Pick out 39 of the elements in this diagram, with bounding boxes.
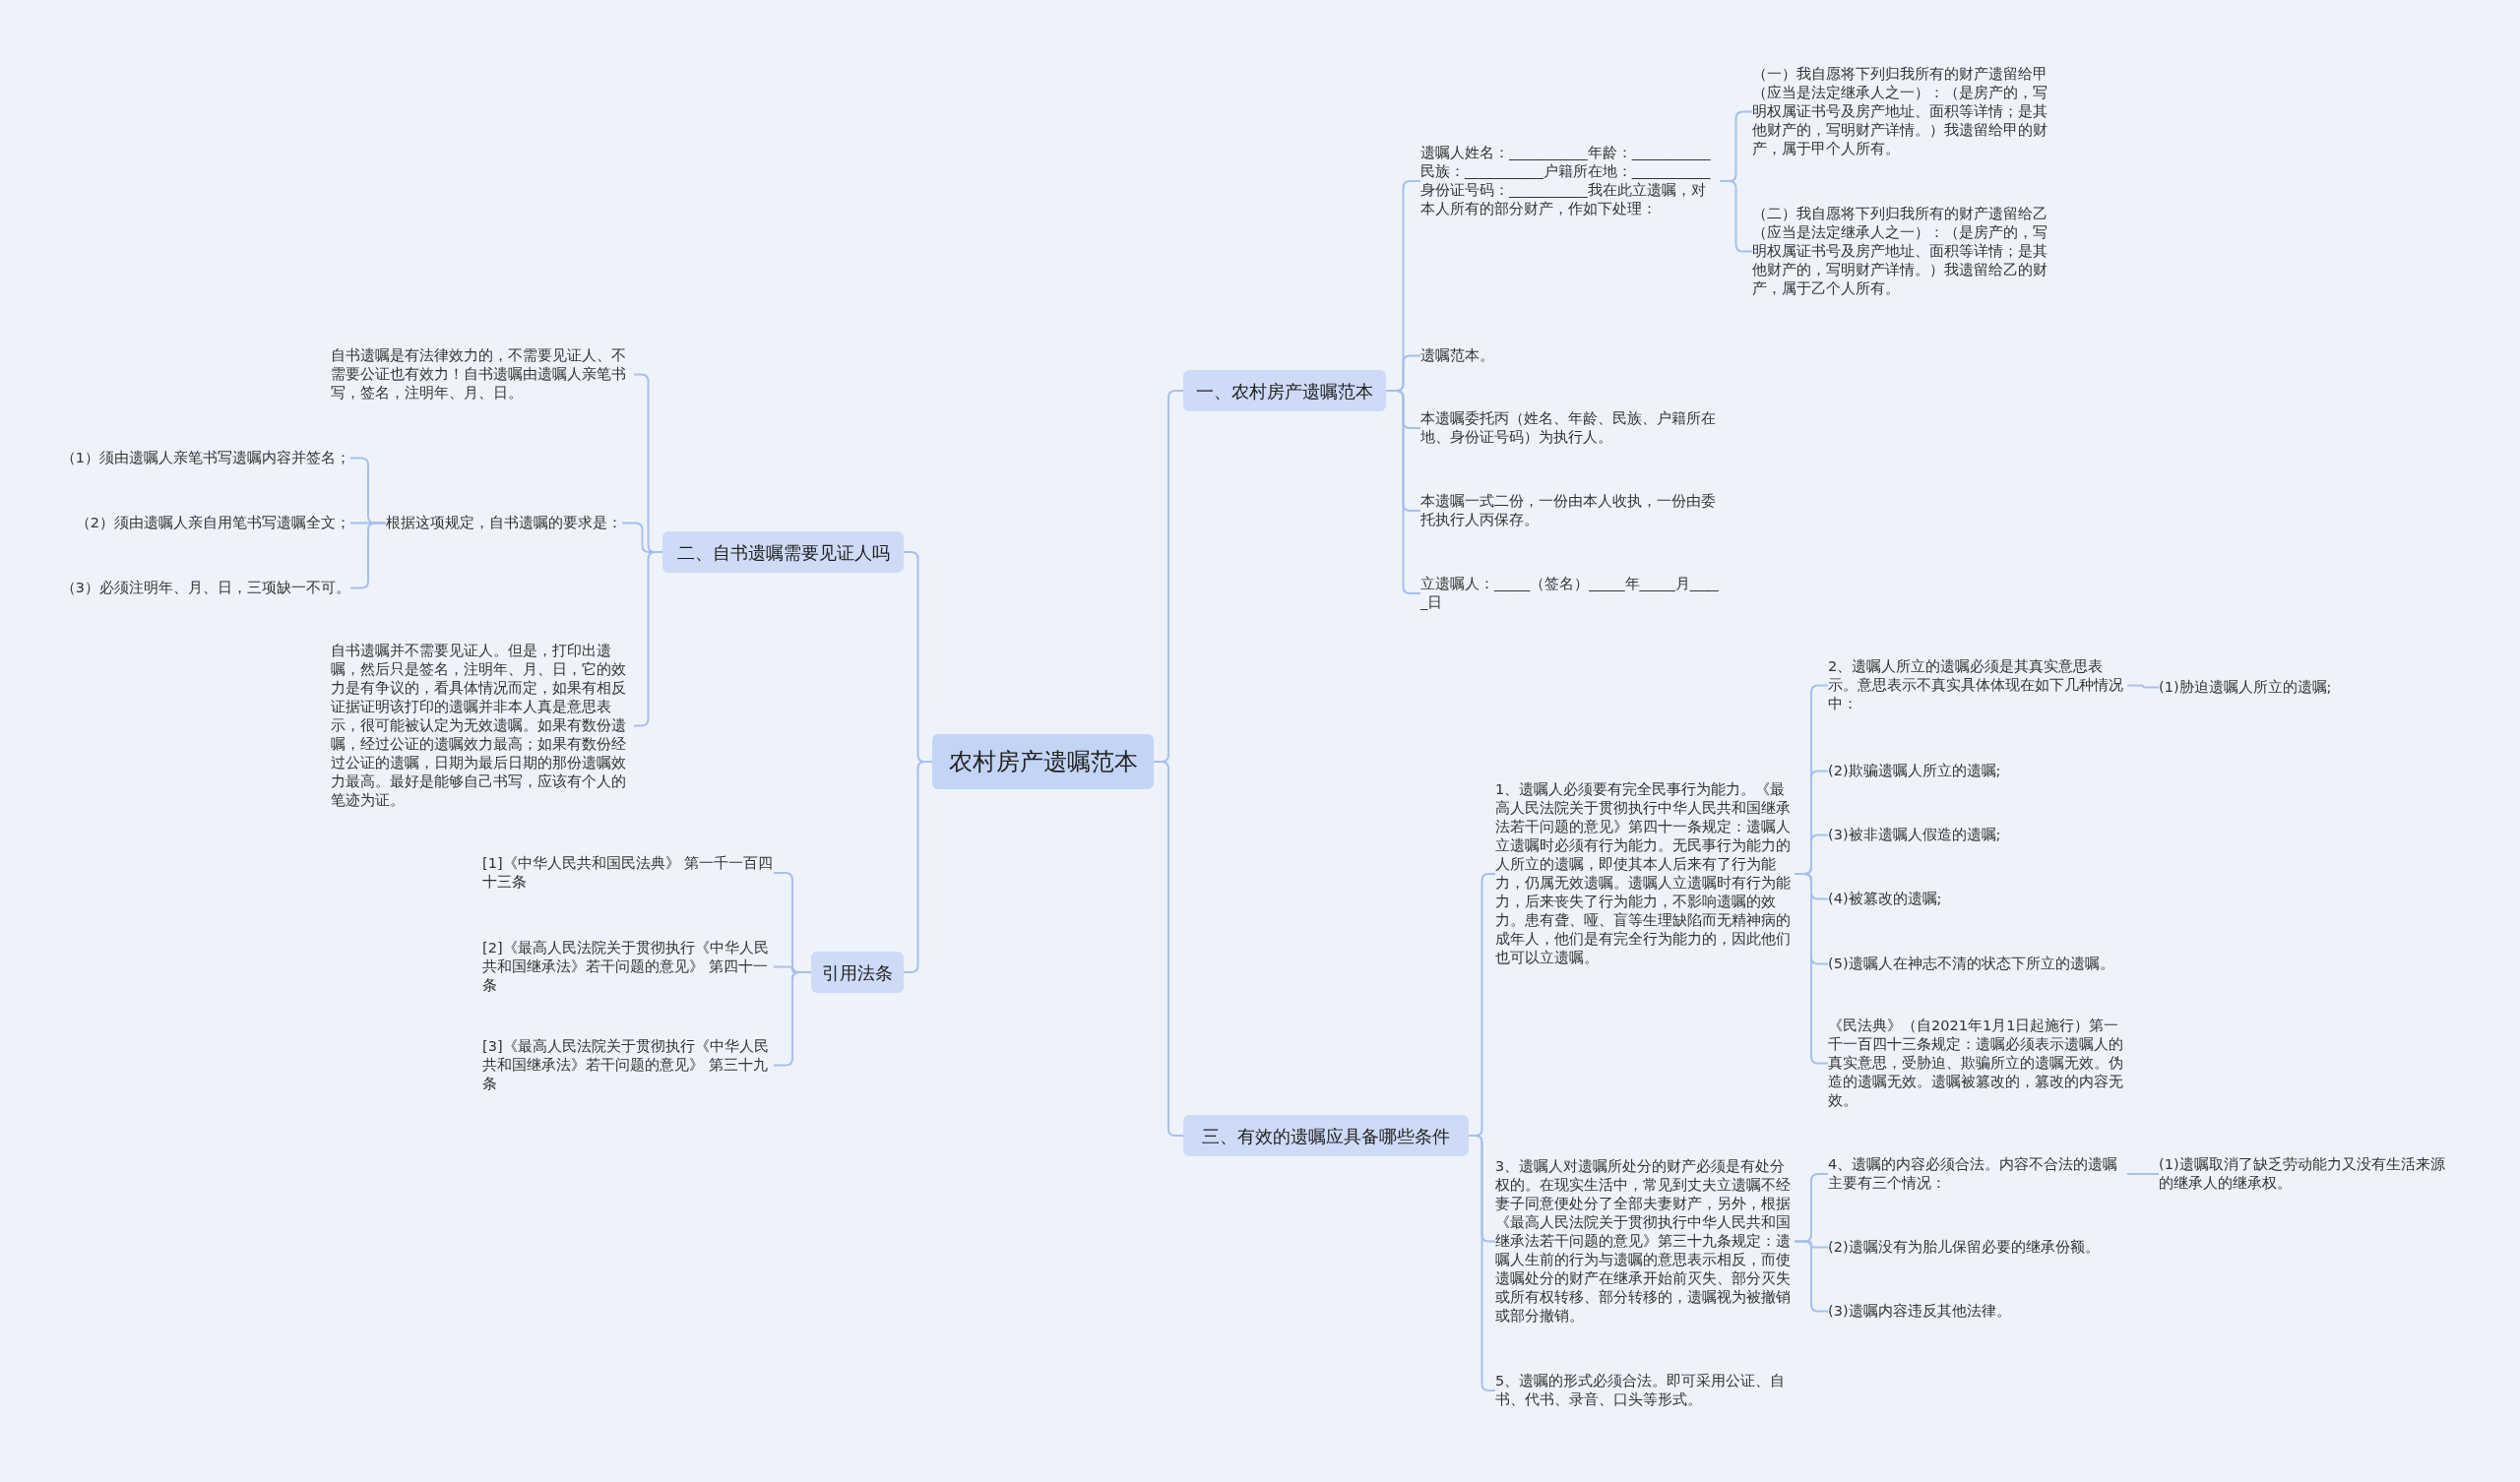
topic-text: （2）须由遗嘱人亲自用笔书写遗嘱全文； <box>39 514 350 532</box>
connector-line <box>1468 1135 1496 1391</box>
topic-text: (3)被非遗嘱人假造的遗嘱; <box>1828 826 2127 844</box>
topic-text: 5、遗嘱的形式必须合法。即可采用公证、自书、代书、录音、口头等形式。 <box>1495 1372 1795 1409</box>
topic-text: （1）须由遗嘱人亲笔书写遗嘱内容并签名； <box>39 449 350 467</box>
topic-text: （一）我自愿将下列归我所有的财产遗留给甲（应当是法定继承人之一）：（是房产的，写明权属证书号及房产地址、面积等详情；是其他财产的，写明财产详情。）我遗留给甲的财产，属于甲个人所有。 <box>1752 65 2057 158</box>
topic-text: (1)遗嘱取消了缺乏劳动能力又没有生活来源的继承人的继承权。 <box>2159 1155 2454 1193</box>
topic-text: (2)欺骗遗嘱人所立的遗嘱; <box>1828 762 2127 780</box>
topic-text: 立遗嘱人：_____（签名）_____年_____月_____日 <box>1420 575 1720 612</box>
topic-text: （二）我自愿将下列归我所有的财产遗留给乙（应当是法定继承人之一）：（是房产的，写明权属证书号及房产地址、面积等详情；是其他财产的，写明财产详情。）我遗留给乙的财产，属于乙个人所有。 <box>1752 205 2057 298</box>
topic-text: (1)胁迫遗嘱人所立的遗嘱; <box>2159 678 2415 697</box>
topic-text: 4、遗嘱的内容必须合法。内容不合法的遗嘱主要有三个情况： <box>1828 1155 2127 1193</box>
topic-text: 根据这项规定，自书遗嘱的要求是： <box>386 514 622 532</box>
topic-text: 本遗嘱一式二份，一份由本人收执，一份由委托执行人丙保存。 <box>1420 492 1720 529</box>
topic-text: [1]《中华人民共和国民法典》 第一千一百四十三条 <box>482 854 774 892</box>
topic-text: (2)遗嘱没有为胎儿保留必要的继承份额。 <box>1828 1238 2127 1257</box>
branch-topic-box: 引用法条 <box>811 952 904 993</box>
connector-line <box>2126 684 2160 689</box>
topic-text: 《民法典》（自2021年1月1日起施行）第一千一百四十三条规定：遗嘱必须表示遗嘱人的真实意思，受胁迫、欺骗所立的遗嘱无效。伪造的遗嘱无效。遗嘱被篡改的，篡改的内容无效。 <box>1828 1017 2127 1110</box>
root-topic-box: 农村房产遗嘱范本 <box>932 734 1154 789</box>
topic-text: （3）必须注明年、月、日，三项缺一不可。 <box>39 579 350 597</box>
branch-topic-box: 二、自书遗嘱需要见证人吗 <box>662 531 904 573</box>
topic-text: [3]《最高人民法院关于贯彻执行《中华人民共和国继承法》若干问题的意见》 第三十九条 <box>482 1037 774 1093</box>
topic-text: 2、遗嘱人所立的遗嘱必须是其真实意思表示。意思表示不真实具体体现在如下几种情况中： <box>1828 657 2127 713</box>
topic-text: (4)被篡改的遗嘱; <box>1828 890 2127 908</box>
topic-text: (5)遗嘱人在神志不清的状态下所立的遗嘱。 <box>1828 955 2127 973</box>
branch-topic-box: 三、有效的遗嘱应具备哪些条件 <box>1183 1115 1469 1156</box>
topic-text: 自书遗嘱是有法律效力的，不需要见证人、不需要公证也有效力！自书遗嘱由遗嘱人亲笔书写，签名，注明年、月、日。 <box>331 346 634 402</box>
topic-text: 遗嘱范本。 <box>1420 346 1720 365</box>
topic-text: 遗嘱人姓名：___________年龄：___________民族：___________户籍所在地：___________身份证号码：___________我在此立遗嘱，对本人所有的部分财产，作如下处理： <box>1420 144 1720 218</box>
connector-line <box>2126 1173 2160 1175</box>
branch-topic-box: 一、农村房产遗嘱范本 <box>1183 370 1386 411</box>
topic-text: 1、遗嘱人必须要有完全民事行为能力。《最高人民法院关于贯彻执行中华人民共和国继承法若干问题的意见》第四十一条规定：遗嘱人立遗嘱时必须有行为能力。无民事行为能力的人所立的遗嘱，即使其本人后来有了行为能力，仍属无效遗嘱。遗嘱人立遗嘱时有行为能力，后来丧失了行为能力，不影响遗嘱的效力。患有聋、哑、盲等生理缺陷而无精神病的成年人，他们是有完全行为能力的，因此他们也可以立遗嘱。 <box>1495 780 1795 967</box>
connector-line <box>903 761 933 973</box>
topic-text: 3、遗嘱人对遗嘱所处分的财产必须是有处分权的。在现实生活中，常见到丈夫立遗嘱不经妻子同意便处分了全部夫妻财产，另外，根据《最高人民法院关于贯彻执行中华人民共和国继承法若干问题的意见》第三十九条规定：遗嘱人生前的行为与遗嘱的意思表示相反，而使遗嘱处分的财产在继承开始前灭失、部分灭失或所有权转移、部分转移的，遗嘱视为被撤销或部分撤销。 <box>1495 1157 1795 1326</box>
topic-text: 自书遗嘱并不需要见证人。但是，打印出遗嘱，然后只是签名，注明年、月、日，它的效力是有争议的，看具体情况而定，如果有相反证据证明该打印的遗嘱并非本人真是意思表示，很可能被认定为无效遗嘱。如果有数份遗嘱，经过公证的遗嘱效力最高；如果有数份经过公证的遗嘱，日期为最后日期的那份遗嘱效力最高。最好是能够自己书写，应该有个人的笔迹为证。 <box>331 642 634 810</box>
topic-text: (3)遗嘱内容违反其他法律。 <box>1828 1302 2127 1321</box>
topic-text: 本遗嘱委托丙（姓名、年龄、民族、户籍所在地、身份证号码）为执行人。 <box>1420 409 1720 447</box>
topic-text: [2]《最高人民法院关于贯彻执行《中华人民共和国继承法》若干问题的意见》 第四十一条 <box>482 939 774 995</box>
